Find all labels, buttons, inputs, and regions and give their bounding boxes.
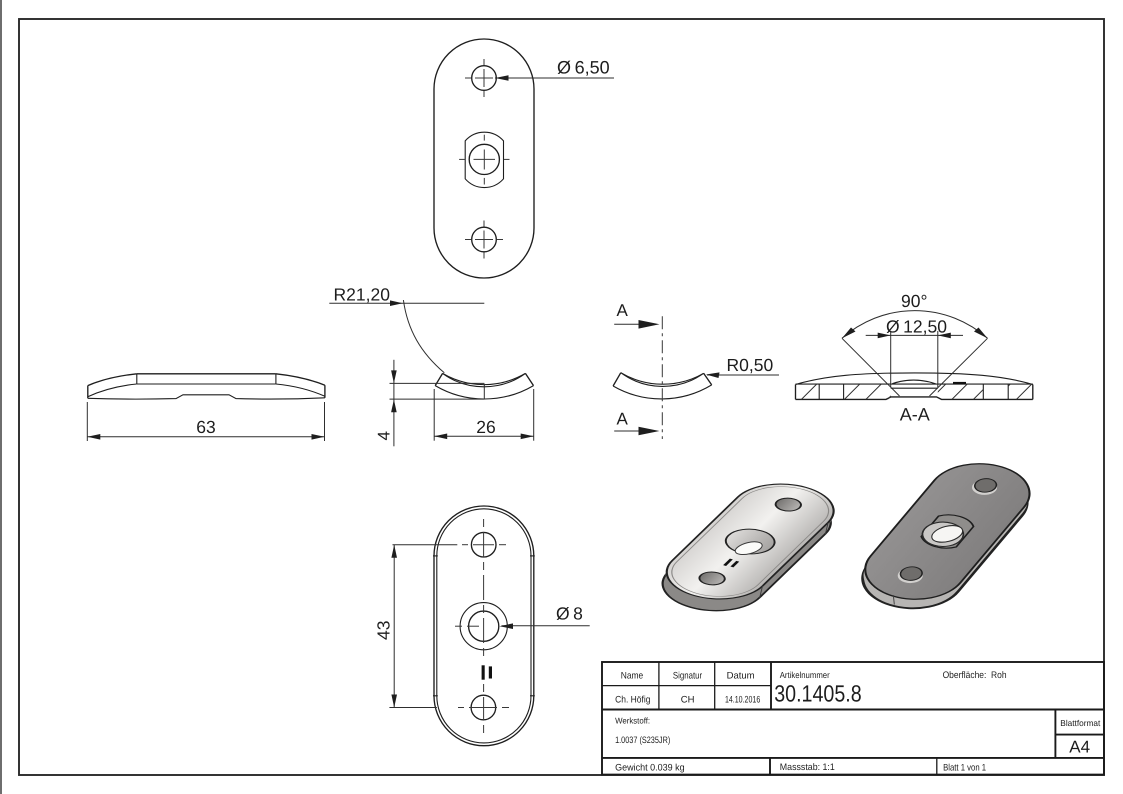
svg-text:Ø 6,50: Ø 6,50 (557, 58, 610, 78)
svg-text:Datum: Datum (727, 671, 755, 682)
svg-text:Werkstoff:: Werkstoff: (615, 716, 650, 726)
svg-text:Ø 12,50: Ø 12,50 (886, 317, 947, 337)
svg-text:26: 26 (476, 417, 495, 437)
svg-text:Massstab: 1:1: Massstab: 1:1 (780, 762, 835, 773)
svg-text:CH: CH (681, 694, 695, 705)
svg-text:Blatt 1 von 1: Blatt 1 von 1 (943, 762, 986, 773)
svg-text:Artikelnummer: Artikelnummer (780, 670, 830, 680)
svg-text:A4: A4 (1069, 737, 1090, 756)
svg-text:30.1405.8: 30.1405.8 (774, 681, 862, 707)
svg-text:R0,50: R0,50 (727, 355, 774, 375)
svg-text:Ch. Höfig: Ch. Höfig (615, 694, 650, 705)
svg-text:90°: 90° (901, 291, 927, 311)
svg-text:Gewicht 0.039 kg: Gewicht 0.039 kg (615, 762, 685, 773)
svg-text:43: 43 (374, 621, 394, 640)
svg-text:1.0037 (S235JR): 1.0037 (S235JR) (615, 735, 670, 745)
svg-text:4: 4 (374, 431, 393, 440)
svg-text:Signatur: Signatur (673, 671, 702, 682)
svg-text:R21,20: R21,20 (334, 284, 391, 304)
svg-text:A: A (617, 410, 629, 429)
svg-text:Oberfläche: Roh: Oberfläche: Roh (943, 670, 1007, 681)
svg-text:Ø 8: Ø 8 (556, 604, 583, 624)
svg-text:A: A (617, 301, 629, 320)
svg-text:Name: Name (621, 671, 644, 682)
svg-text:A-A: A-A (900, 405, 930, 425)
svg-text:14.10.2016: 14.10.2016 (725, 694, 760, 705)
svg-text:Blattformat: Blattformat (1060, 718, 1101, 728)
svg-text:63: 63 (196, 417, 215, 437)
